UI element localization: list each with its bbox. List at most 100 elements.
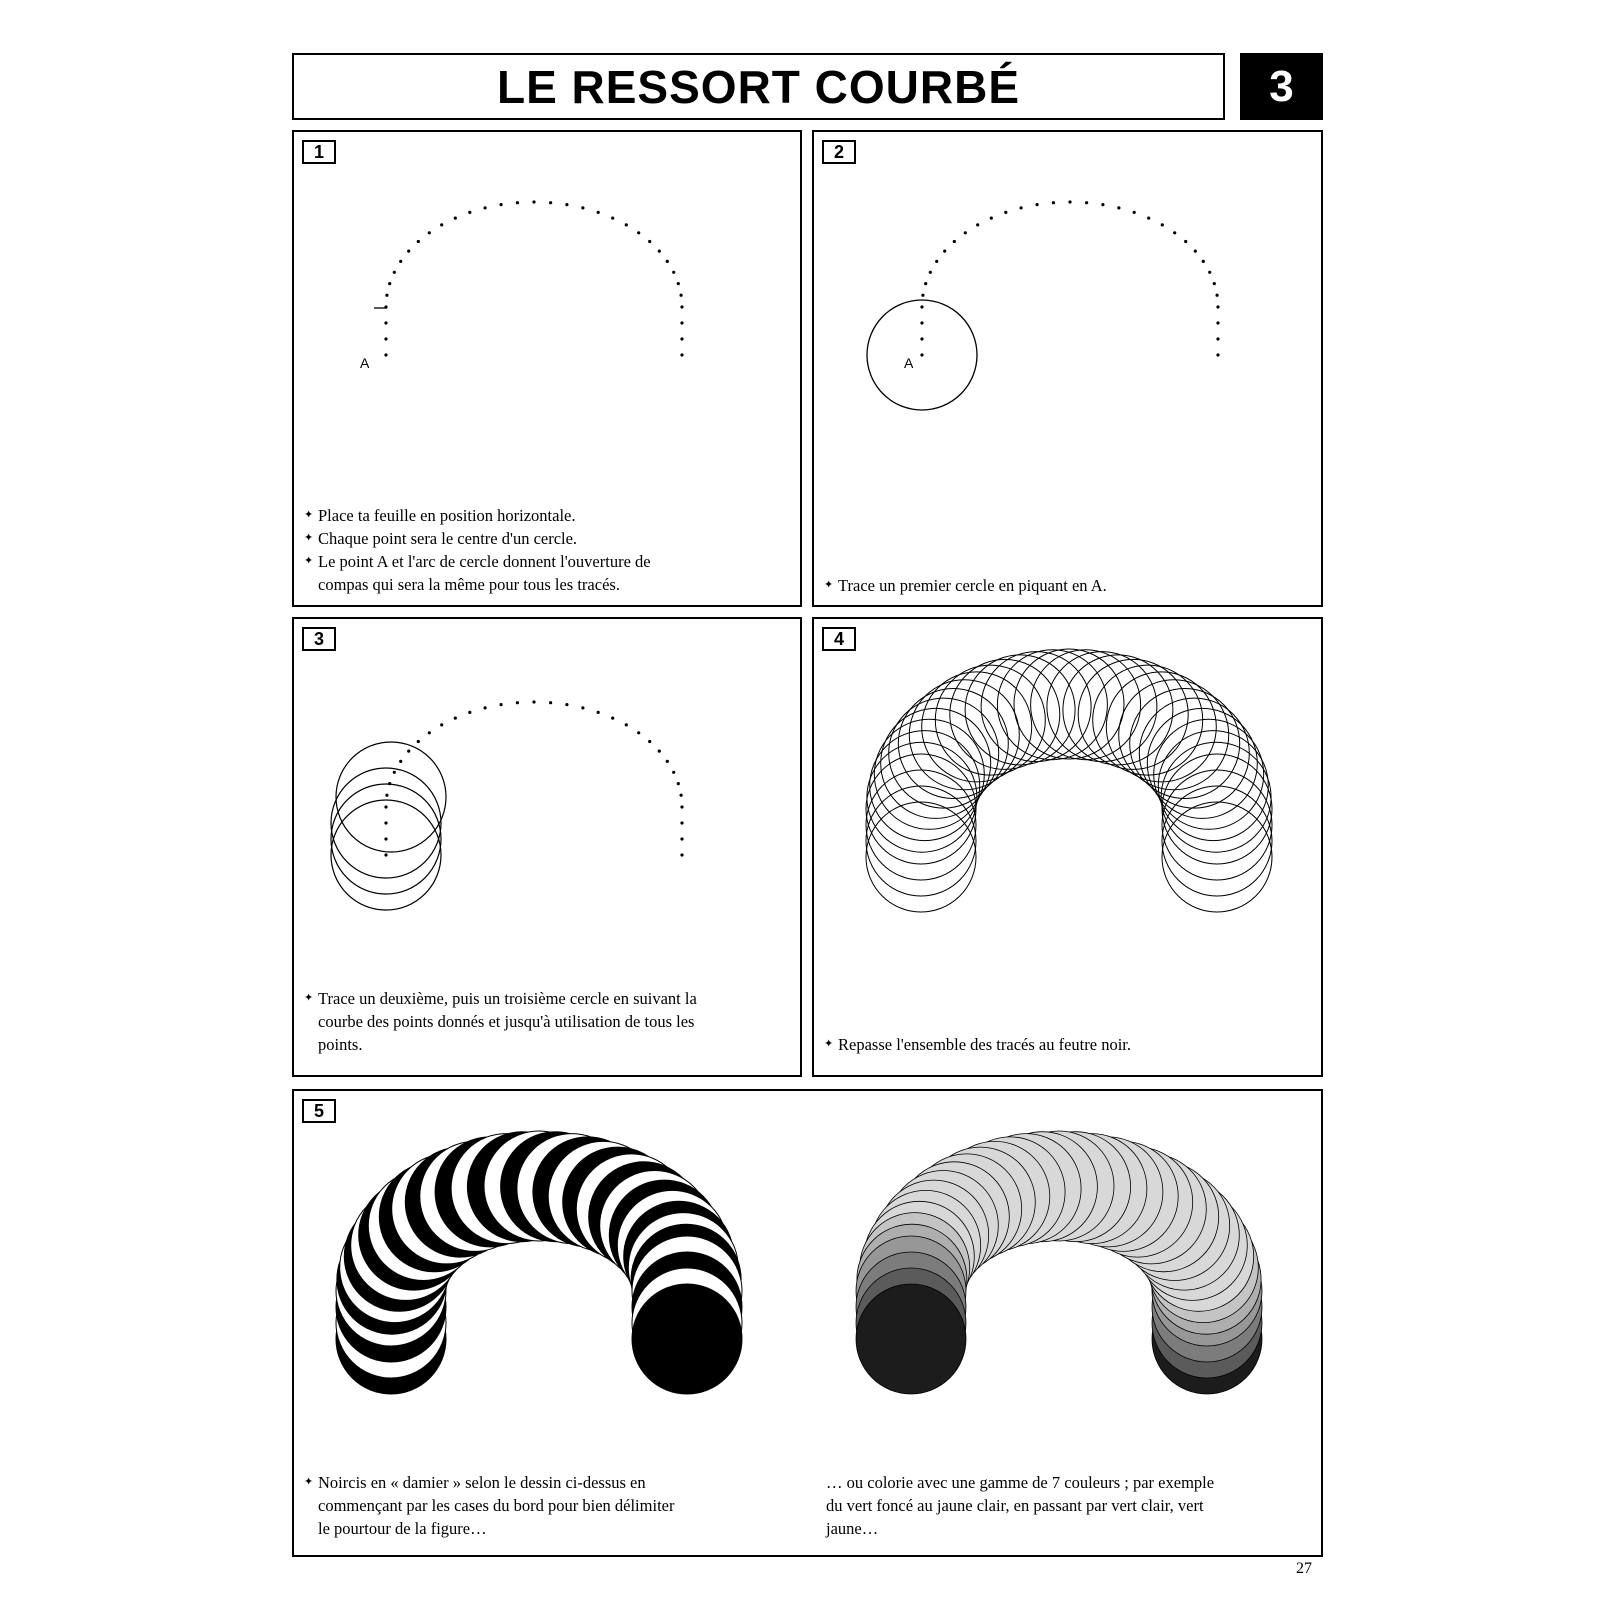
step-1-instructions: Place ta feuille en position horizontale…: [304, 504, 651, 596]
spring-circle: [1161, 801, 1273, 913]
center-dot: [515, 701, 519, 705]
instruction-line: Noircis en « damier » selon le dessin ci…: [304, 1471, 674, 1494]
center-dot: [943, 249, 947, 253]
spring-circle: [866, 741, 978, 853]
spring-circle: [996, 649, 1108, 761]
center-dot: [920, 305, 924, 309]
center-dot: [679, 293, 683, 297]
center-dot: [416, 739, 420, 744]
center-dot: [483, 206, 487, 210]
center-dot: [928, 270, 932, 274]
center-dot: [1208, 270, 1212, 274]
instruction-line: … ou colorie avec une gamme de 7 couleur…: [826, 1473, 1215, 1492]
center-dot: [499, 203, 503, 207]
center-dot: [596, 710, 600, 714]
spring-circle: [888, 697, 1000, 809]
center-dot: [920, 353, 924, 357]
instruction-line: jaune…: [826, 1519, 879, 1538]
center-dot: [392, 770, 396, 774]
center-dot: [921, 293, 925, 297]
center-dot: [680, 321, 684, 325]
step-4-instructions: Repasse l'ensemble des tracés au feutre …: [824, 1033, 1131, 1056]
center-dot: [399, 759, 403, 763]
center-dot: [648, 739, 652, 744]
center-dot: [920, 337, 924, 341]
center-dot: [657, 249, 661, 253]
center-dot: [1117, 206, 1121, 210]
center-dot: [515, 201, 519, 205]
center-dot: [384, 805, 388, 809]
center-dot: [1085, 201, 1089, 205]
step-2-number: 2: [822, 140, 856, 164]
step-2-panel: 2 A Trace un premier cercle en piquant e…: [812, 130, 1323, 607]
spring-circle: [1092, 664, 1204, 776]
spring-circle: [908, 679, 1020, 791]
center-dot: [407, 749, 411, 753]
center-dot: [596, 210, 600, 214]
shaded-circle: [855, 1283, 967, 1395]
center-dot: [665, 759, 669, 763]
spring-circle: [1129, 688, 1241, 799]
center-dot: [549, 201, 553, 205]
step-5-number: 5: [302, 1099, 336, 1123]
center-dot: [1051, 201, 1055, 205]
spring-circle: [964, 654, 1076, 766]
center-dot: [483, 706, 487, 710]
center-dot: [1019, 206, 1023, 210]
step-4-panel: 4 Repasse l'ensemble des tracés au feutr…: [812, 617, 1323, 1077]
first-circle: [866, 299, 978, 411]
center-dot: [1216, 305, 1220, 309]
spring-circle: [1062, 654, 1174, 766]
center-dot: [624, 223, 628, 227]
point-a-label: A: [360, 355, 370, 371]
traced-circle: [330, 799, 442, 911]
page-title: LE RESSORT COURBÉ: [496, 60, 1021, 113]
center-dot: [532, 700, 536, 704]
traced-circle: [330, 767, 442, 879]
checker-circle: [631, 1283, 743, 1395]
center-dot: [565, 203, 569, 207]
spring-circle: [1138, 697, 1250, 809]
center-dot: [399, 259, 403, 263]
step-1-panel: 1 A Place ta feuille en position horizon…: [292, 130, 802, 607]
center-dot: [581, 206, 585, 210]
center-dot: [935, 259, 939, 263]
center-dot: [388, 282, 392, 286]
center-dot: [676, 782, 680, 786]
center-dot: [427, 731, 431, 735]
center-dot: [565, 703, 569, 707]
step-3-circles: [330, 700, 684, 911]
center-dot: [384, 337, 388, 341]
spring-circle: [1030, 649, 1142, 761]
spring-circle: [865, 785, 977, 897]
center-dot: [1184, 239, 1188, 244]
center-dot: [976, 223, 980, 227]
center-dot: [680, 353, 684, 357]
center-dot: [637, 731, 641, 735]
step-2-instructions: Trace un premier cercle en piquant en A.: [824, 574, 1107, 597]
instruction-line: du vert foncé au jaune clair, en passant…: [826, 1496, 1204, 1515]
spring-circle: [1105, 671, 1217, 783]
center-dot: [1068, 200, 1072, 204]
center-dot: [407, 249, 411, 253]
step-5-colored-springs: [335, 1130, 1263, 1479]
center-dot: [680, 837, 684, 841]
spring-circle: [1160, 741, 1272, 853]
inner-cutout: [447, 1243, 631, 1479]
center-dot: [1147, 216, 1151, 220]
step-1-dot-arc: A: [360, 200, 684, 371]
spring-circle: [869, 730, 981, 842]
instruction-line: le pourtour de la figure…: [318, 1519, 487, 1538]
step-4-number: 4: [822, 627, 856, 651]
spring-circle: [1161, 785, 1273, 897]
spring-circle: [865, 769, 977, 881]
spring-circle: [934, 664, 1046, 776]
center-dot: [385, 793, 389, 797]
center-dot: [440, 223, 444, 227]
center-dot: [1101, 203, 1105, 207]
title-box: LE RESSORT COURBÉ: [292, 53, 1225, 120]
center-dot: [672, 270, 676, 274]
instruction-line: Chaque point sera le centre d'un cercle.: [304, 527, 651, 550]
center-dot: [468, 710, 472, 714]
center-dot: [1216, 337, 1220, 341]
